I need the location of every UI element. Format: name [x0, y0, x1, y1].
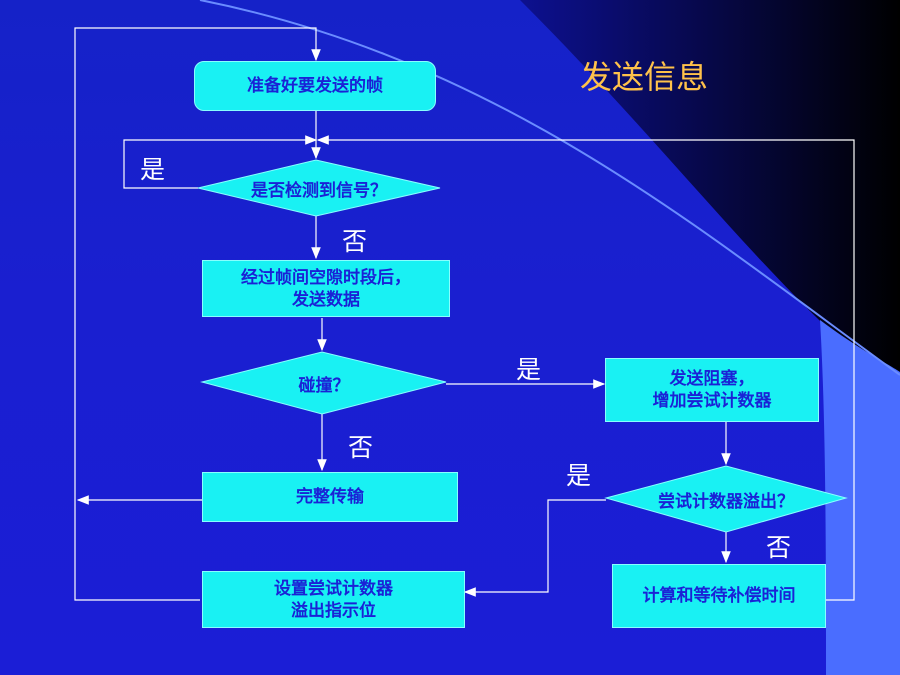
line-detect-yes [123, 135, 318, 189]
node-set-overflow-flag: 设置尝试计数器 溢出指示位 [202, 571, 465, 628]
node-complete-transmission: 完整传输 [202, 472, 458, 522]
slide-title: 发送信息 [580, 58, 709, 96]
line-overflow-yes [463, 499, 606, 597]
node-prepare-frame-text: 准备好要发送的帧 [247, 76, 383, 96]
label-no-detect: 否 [342, 227, 368, 256]
swoosh-curve-line [199, 0, 900, 376]
node-send-jam-line1: 发送阻塞， [669, 369, 755, 389]
label-yes-detect: 是 [140, 155, 166, 184]
node-backoff-text: 计算和等待补偿时间 [642, 586, 796, 606]
line-restart-loop [74, 27, 321, 601]
node-send-jam: 发送阻塞， 增加尝试计数器 [605, 358, 819, 422]
node-complete-transmission-text: 完整传输 [296, 487, 364, 507]
dark-corner-shape [520, 0, 900, 390]
light-swoosh-shape [820, 320, 900, 675]
label-yes-overflow: 是 [566, 461, 592, 490]
label-no-collision: 否 [348, 433, 374, 462]
line-backoff-loop [316, 135, 855, 601]
decision-counter-overflow-text: 尝试计数器溢出？ [658, 492, 794, 512]
node-wait-and-send: 经过帧间空隙时段后， 发送数据 [202, 260, 450, 317]
label-no-overflow: 否 [766, 533, 792, 562]
node-send-jam-line2: 增加尝试计数器 [652, 391, 772, 411]
decision-detect-signal-text: 是否检测到信号？ [251, 181, 387, 201]
node-wait-and-send-line1: 经过帧间空隙时段后， [241, 267, 411, 288]
node-backoff: 计算和等待补偿时间 [612, 564, 826, 628]
node-wait-and-send-line2: 发送数据 [292, 289, 360, 310]
decision-collision [200, 351, 447, 415]
node-prepare-frame: 准备好要发送的帧 [194, 61, 436, 111]
decision-counter-overflow [604, 465, 848, 533]
decision-collision-text: 碰撞？ [298, 376, 350, 396]
node-set-overflow-flag-line2: 溢出指示位 [291, 600, 376, 621]
decision-detect-signal [197, 159, 441, 217]
node-set-overflow-flag-line1: 设置尝试计数器 [274, 578, 393, 599]
label-yes-collision: 是 [516, 355, 542, 384]
